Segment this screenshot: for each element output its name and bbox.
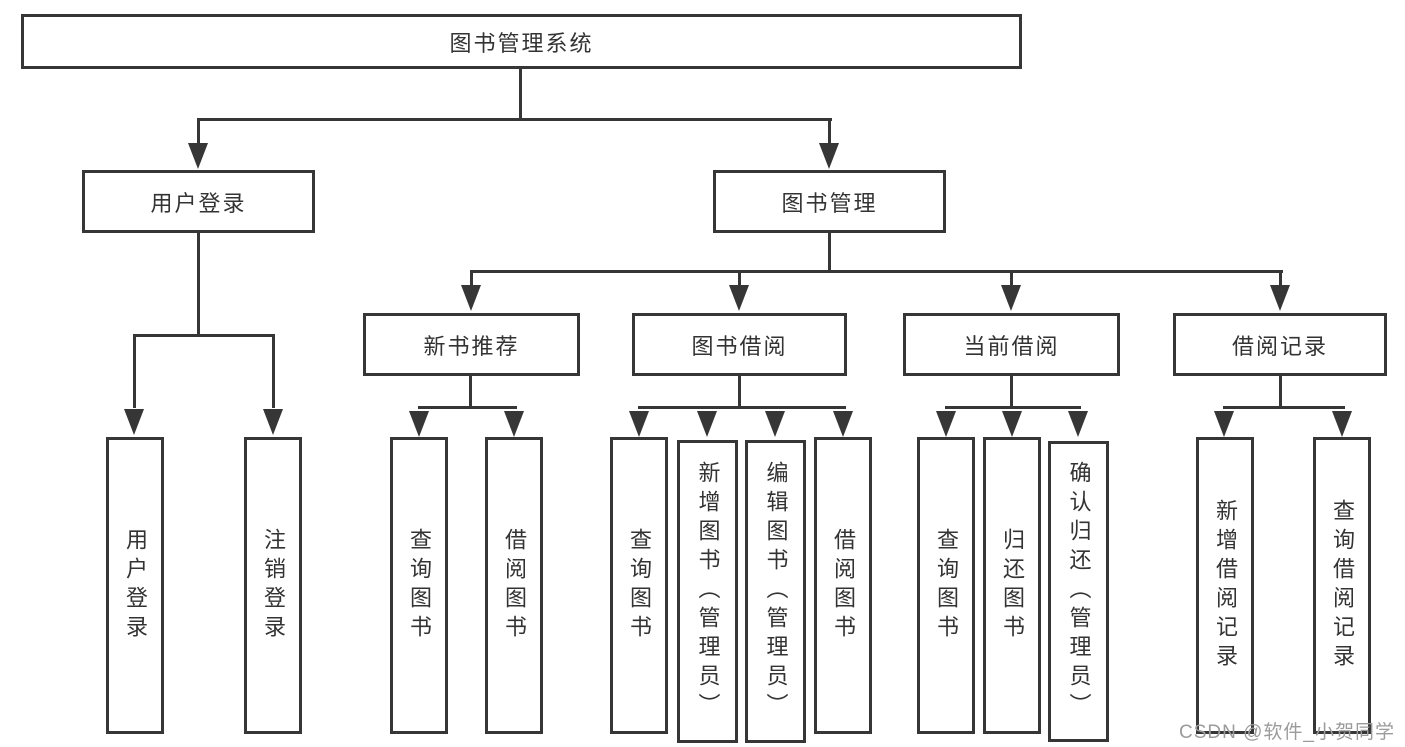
leaf-borrow-books-label: 借阅图书: [831, 527, 856, 644]
connector-line: [197, 118, 832, 121]
leaf-confirm-return-admin: 确认归还（管理员）: [1048, 441, 1109, 742]
leaf-query-books-current-label: 查询图书: [934, 527, 959, 644]
connector-line: [1279, 376, 1282, 409]
arrowhead-down-icon: [1002, 411, 1022, 437]
leaf-user-login-label: 用户登录: [123, 527, 148, 644]
leaf-query-books-recommend-label: 查询图书: [407, 527, 432, 644]
leaf-query-borrow-record: 查询借阅记录: [1313, 437, 1371, 734]
leaf-logout: 注销登录: [244, 437, 302, 734]
node-borrow-records-label: 借阅记录: [1231, 333, 1328, 359]
node-user-login-label: 用户登录: [150, 190, 247, 216]
leaf-query-books-borrow: 查询图书: [610, 437, 668, 734]
arrowhead-down-icon: [819, 143, 839, 169]
arrowhead-down-icon: [1332, 411, 1352, 437]
leaf-confirm-return-admin-label: 确认归还（管理员）: [1066, 461, 1092, 722]
connector-line: [470, 270, 1283, 273]
arrowhead-down-icon: [1214, 411, 1234, 437]
node-root: 图书管理系统: [21, 14, 1022, 69]
node-new-book-recommend-label: 新书推荐: [423, 333, 520, 359]
leaf-edit-books-admin-label: 编辑图书（管理员）: [763, 461, 789, 722]
arrowhead-down-icon: [729, 285, 749, 311]
connector-line: [519, 69, 522, 121]
node-user-login: 用户登录: [82, 170, 315, 233]
leaf-add-borrow-record: 新增借阅记录: [1196, 437, 1254, 734]
connector-line: [133, 334, 275, 337]
arrowhead-down-icon: [1270, 285, 1290, 311]
leaf-query-books-current: 查询图书: [917, 437, 975, 734]
leaf-user-login: 用户登录: [106, 437, 164, 734]
node-book-borrow-label: 图书借阅: [691, 333, 788, 359]
connector-line: [272, 334, 275, 408]
arrowhead-down-icon: [188, 143, 208, 169]
connector-line: [133, 334, 136, 408]
connector-line: [1010, 270, 1013, 286]
node-book-borrow: 图书借阅: [632, 313, 847, 376]
arrowhead-down-icon: [629, 411, 649, 437]
connector-line: [738, 376, 741, 409]
leaf-return-books-label: 归还图书: [1000, 527, 1025, 644]
arrowhead-down-icon: [263, 409, 283, 435]
leaf-borrow-books: 借阅图书: [814, 437, 872, 734]
connector-line: [738, 270, 741, 286]
node-borrow-records: 借阅记录: [1173, 313, 1387, 376]
leaf-borrow-books-recommend: 借阅图书: [485, 437, 543, 734]
arrowhead-down-icon: [697, 411, 717, 437]
leaf-query-borrow-record-label: 查询借阅记录: [1330, 498, 1355, 673]
leaf-edit-books-admin: 编辑图书（管理员）: [745, 440, 806, 743]
leaf-add-borrow-record-label: 新增借阅记录: [1213, 498, 1238, 673]
node-current-borrow: 当前借阅: [903, 313, 1120, 376]
connector-line: [1010, 376, 1013, 409]
node-book-management: 图书管理: [713, 170, 946, 233]
connector-line: [197, 118, 200, 146]
arrowhead-down-icon: [1068, 411, 1088, 437]
leaf-query-books-borrow-label: 查询图书: [627, 527, 652, 644]
connector-line: [828, 233, 831, 273]
leaf-logout-label: 注销登录: [261, 527, 286, 644]
leaf-return-books: 归还图书: [983, 437, 1041, 734]
leaf-borrow-books-recommend-label: 借阅图书: [502, 527, 527, 644]
connector-line: [945, 406, 1081, 409]
node-book-management-label: 图书管理: [781, 190, 878, 216]
connector-line: [197, 233, 200, 337]
connector-line: [638, 406, 846, 409]
arrowhead-down-icon: [765, 411, 785, 437]
node-new-book-recommend: 新书推荐: [363, 313, 580, 376]
leaf-query-books-recommend: 查询图书: [390, 437, 448, 734]
leaf-add-books-admin: 新增图书（管理员）: [677, 440, 738, 743]
arrowhead-down-icon: [833, 411, 853, 437]
leaf-add-books-admin-label: 新增图书（管理员）: [695, 461, 721, 722]
connector-line: [418, 406, 517, 409]
connector-line: [1279, 270, 1282, 286]
node-root-label: 图书管理系统: [449, 30, 594, 56]
csdn-watermark: CSDN @软件_小贺同学: [1179, 722, 1395, 743]
arrowhead-down-icon: [409, 411, 429, 437]
node-current-borrow-label: 当前借阅: [963, 333, 1060, 359]
connector-line: [469, 376, 472, 409]
connector-line: [470, 270, 473, 286]
connector-line: [828, 118, 831, 146]
arrowhead-down-icon: [936, 411, 956, 437]
connector-line: [1223, 406, 1345, 409]
arrowhead-down-icon: [1001, 285, 1021, 311]
arrowhead-down-icon: [504, 411, 524, 437]
arrowhead-down-icon: [124, 409, 144, 435]
arrowhead-down-icon: [461, 285, 481, 311]
